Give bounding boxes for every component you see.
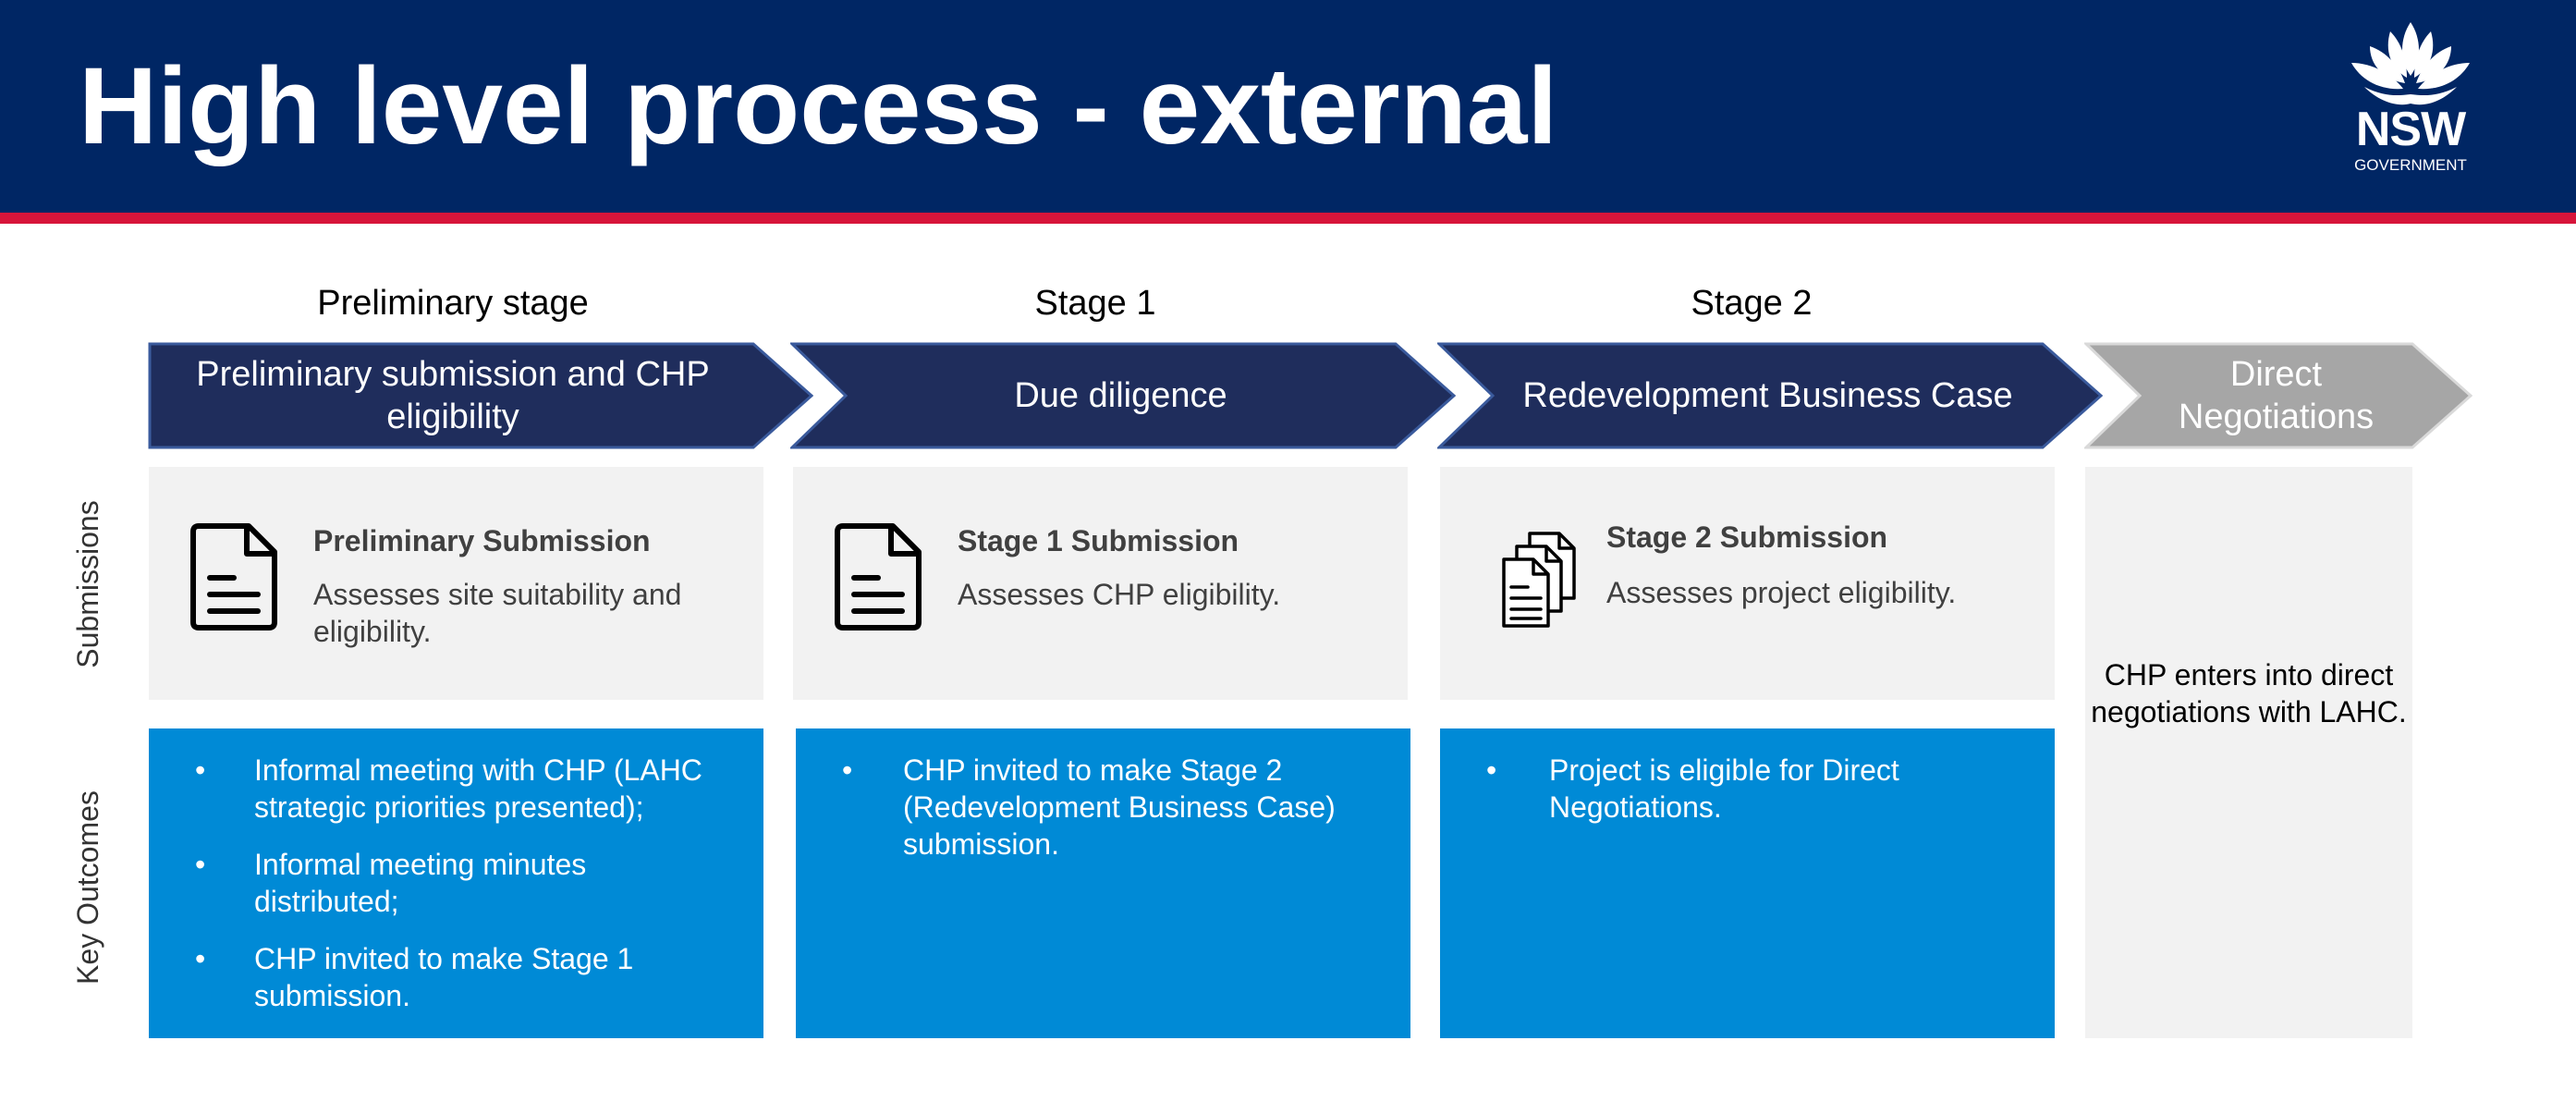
submission-title: Stage 2 Submission — [1606, 520, 1888, 554]
chevron-shape — [790, 342, 1456, 449]
outcomes-list: • Informal meeting with CHP (LAHC strateg… — [149, 752, 707, 1034]
stage-label-stage-2: Stage 2 — [1691, 284, 1813, 323]
document-icon — [835, 523, 922, 630]
submission-description: Assesses site suitability and eligibilit… — [313, 578, 682, 648]
submission-card-stage-2: Stage 2 Submission Assesses project elig… — [1440, 467, 2055, 700]
outcome-item: • Informal meeting with CHP (LAHC strateg… — [149, 752, 707, 826]
outcome-item: • Project is eligible for Direct Negotiat… — [1440, 752, 1993, 826]
outcomes-card-stage-2: • Project is eligible for Direct Negotiat… — [1440, 728, 2055, 1038]
submission-card-preliminary: Preliminary Submission Assesses site sui… — [149, 467, 763, 700]
waratah-icon — [2351, 22, 2470, 105]
submission-card-stage-1: Stage 1 Submission Assesses CHP eligibil… — [793, 467, 1408, 700]
stage-label-preliminary: Preliminary stage — [317, 284, 589, 323]
direct-negotiations-panel: CHP enters into direct negotiations with… — [2085, 467, 2412, 1038]
chevron-label: Direct Negotiations — [2178, 355, 2375, 436]
logo-subtitle: GOVERNMENT — [2354, 156, 2467, 174]
chevron-shape — [148, 342, 813, 449]
nsw-government-logo: NSW GOVERNMENT — [2337, 18, 2484, 176]
chevron-business-case: Redevelopment Business Case — [1437, 342, 2103, 449]
header-stripe — [0, 213, 2576, 224]
row-label-submissions: Submissions — [71, 500, 104, 668]
outcome-text: Project is eligible for Direct Negotiati… — [1549, 753, 1899, 824]
bullet-glyph: • — [195, 942, 206, 975]
bullet-glyph: • — [842, 753, 853, 787]
outcomes-card-preliminary: • Informal meeting with CHP (LAHC strateg… — [149, 728, 763, 1038]
logo-wordmark: NSW — [2355, 103, 2466, 156]
chevron-preliminary: Preliminary submission and CHP eligibili… — [148, 342, 813, 449]
bullet-glyph: • — [1486, 753, 1497, 787]
outcome-text: Informal meeting minutes distributed; — [254, 848, 587, 918]
chevron-label: Due diligence — [1014, 376, 1227, 415]
outcome-item: • CHP invited to make Stage 1 submission. — [149, 940, 707, 1014]
document-icon — [190, 523, 277, 630]
header-bar: High level process - external NSW GOVERN… — [0, 0, 2576, 213]
direct-negotiations-text: CHP enters into direct negotiations with… — [2091, 658, 2407, 728]
stage-label-stage-1: Stage 1 — [1034, 284, 1156, 323]
page-title: High level process - external — [79, 45, 1558, 167]
outcome-text: Informal meeting with CHP (LAHC strategi… — [254, 753, 702, 824]
outcomes-list: • Project is eligible for Direct Negotiat… — [1440, 752, 1993, 846]
submission-description: Assesses CHP eligibility. — [958, 578, 1281, 611]
bullet-glyph: • — [195, 848, 206, 881]
documents-stack-icon — [1502, 532, 1576, 628]
chevron-label: Preliminary submission and CHP eligibili… — [196, 355, 710, 436]
chevron-label: Redevelopment Business Case — [1522, 376, 2013, 415]
outcomes-card-stage-1: • CHP invited to make Stage 2 (Redevelopm… — [796, 728, 1410, 1038]
bullet-glyph: • — [195, 753, 206, 787]
outcome-text: CHP invited to make Stage 1 submission. — [254, 942, 634, 1012]
chevron-due-diligence: Due diligence — [790, 342, 1456, 449]
row-label-key-outcomes: Key Outcomes — [71, 790, 104, 985]
outcome-item: • Informal meeting minutes distributed; — [149, 846, 707, 920]
chevron-shape — [2084, 342, 2472, 449]
submission-title: Stage 1 Submission — [958, 524, 1239, 557]
submission-description: Assesses project eligibility. — [1606, 576, 1957, 609]
chevron-shape — [1437, 342, 2103, 449]
outcome-text: CHP invited to make Stage 2 (Redevelopme… — [903, 753, 1336, 861]
outcomes-list: • CHP invited to make Stage 2 (Redevelopm… — [796, 752, 1347, 883]
submission-title: Preliminary Submission — [313, 524, 651, 557]
outcome-item: • CHP invited to make Stage 2 (Redevelopm… — [796, 752, 1347, 863]
chevron-direct-negotiations: Direct Negotiations — [2084, 342, 2472, 449]
